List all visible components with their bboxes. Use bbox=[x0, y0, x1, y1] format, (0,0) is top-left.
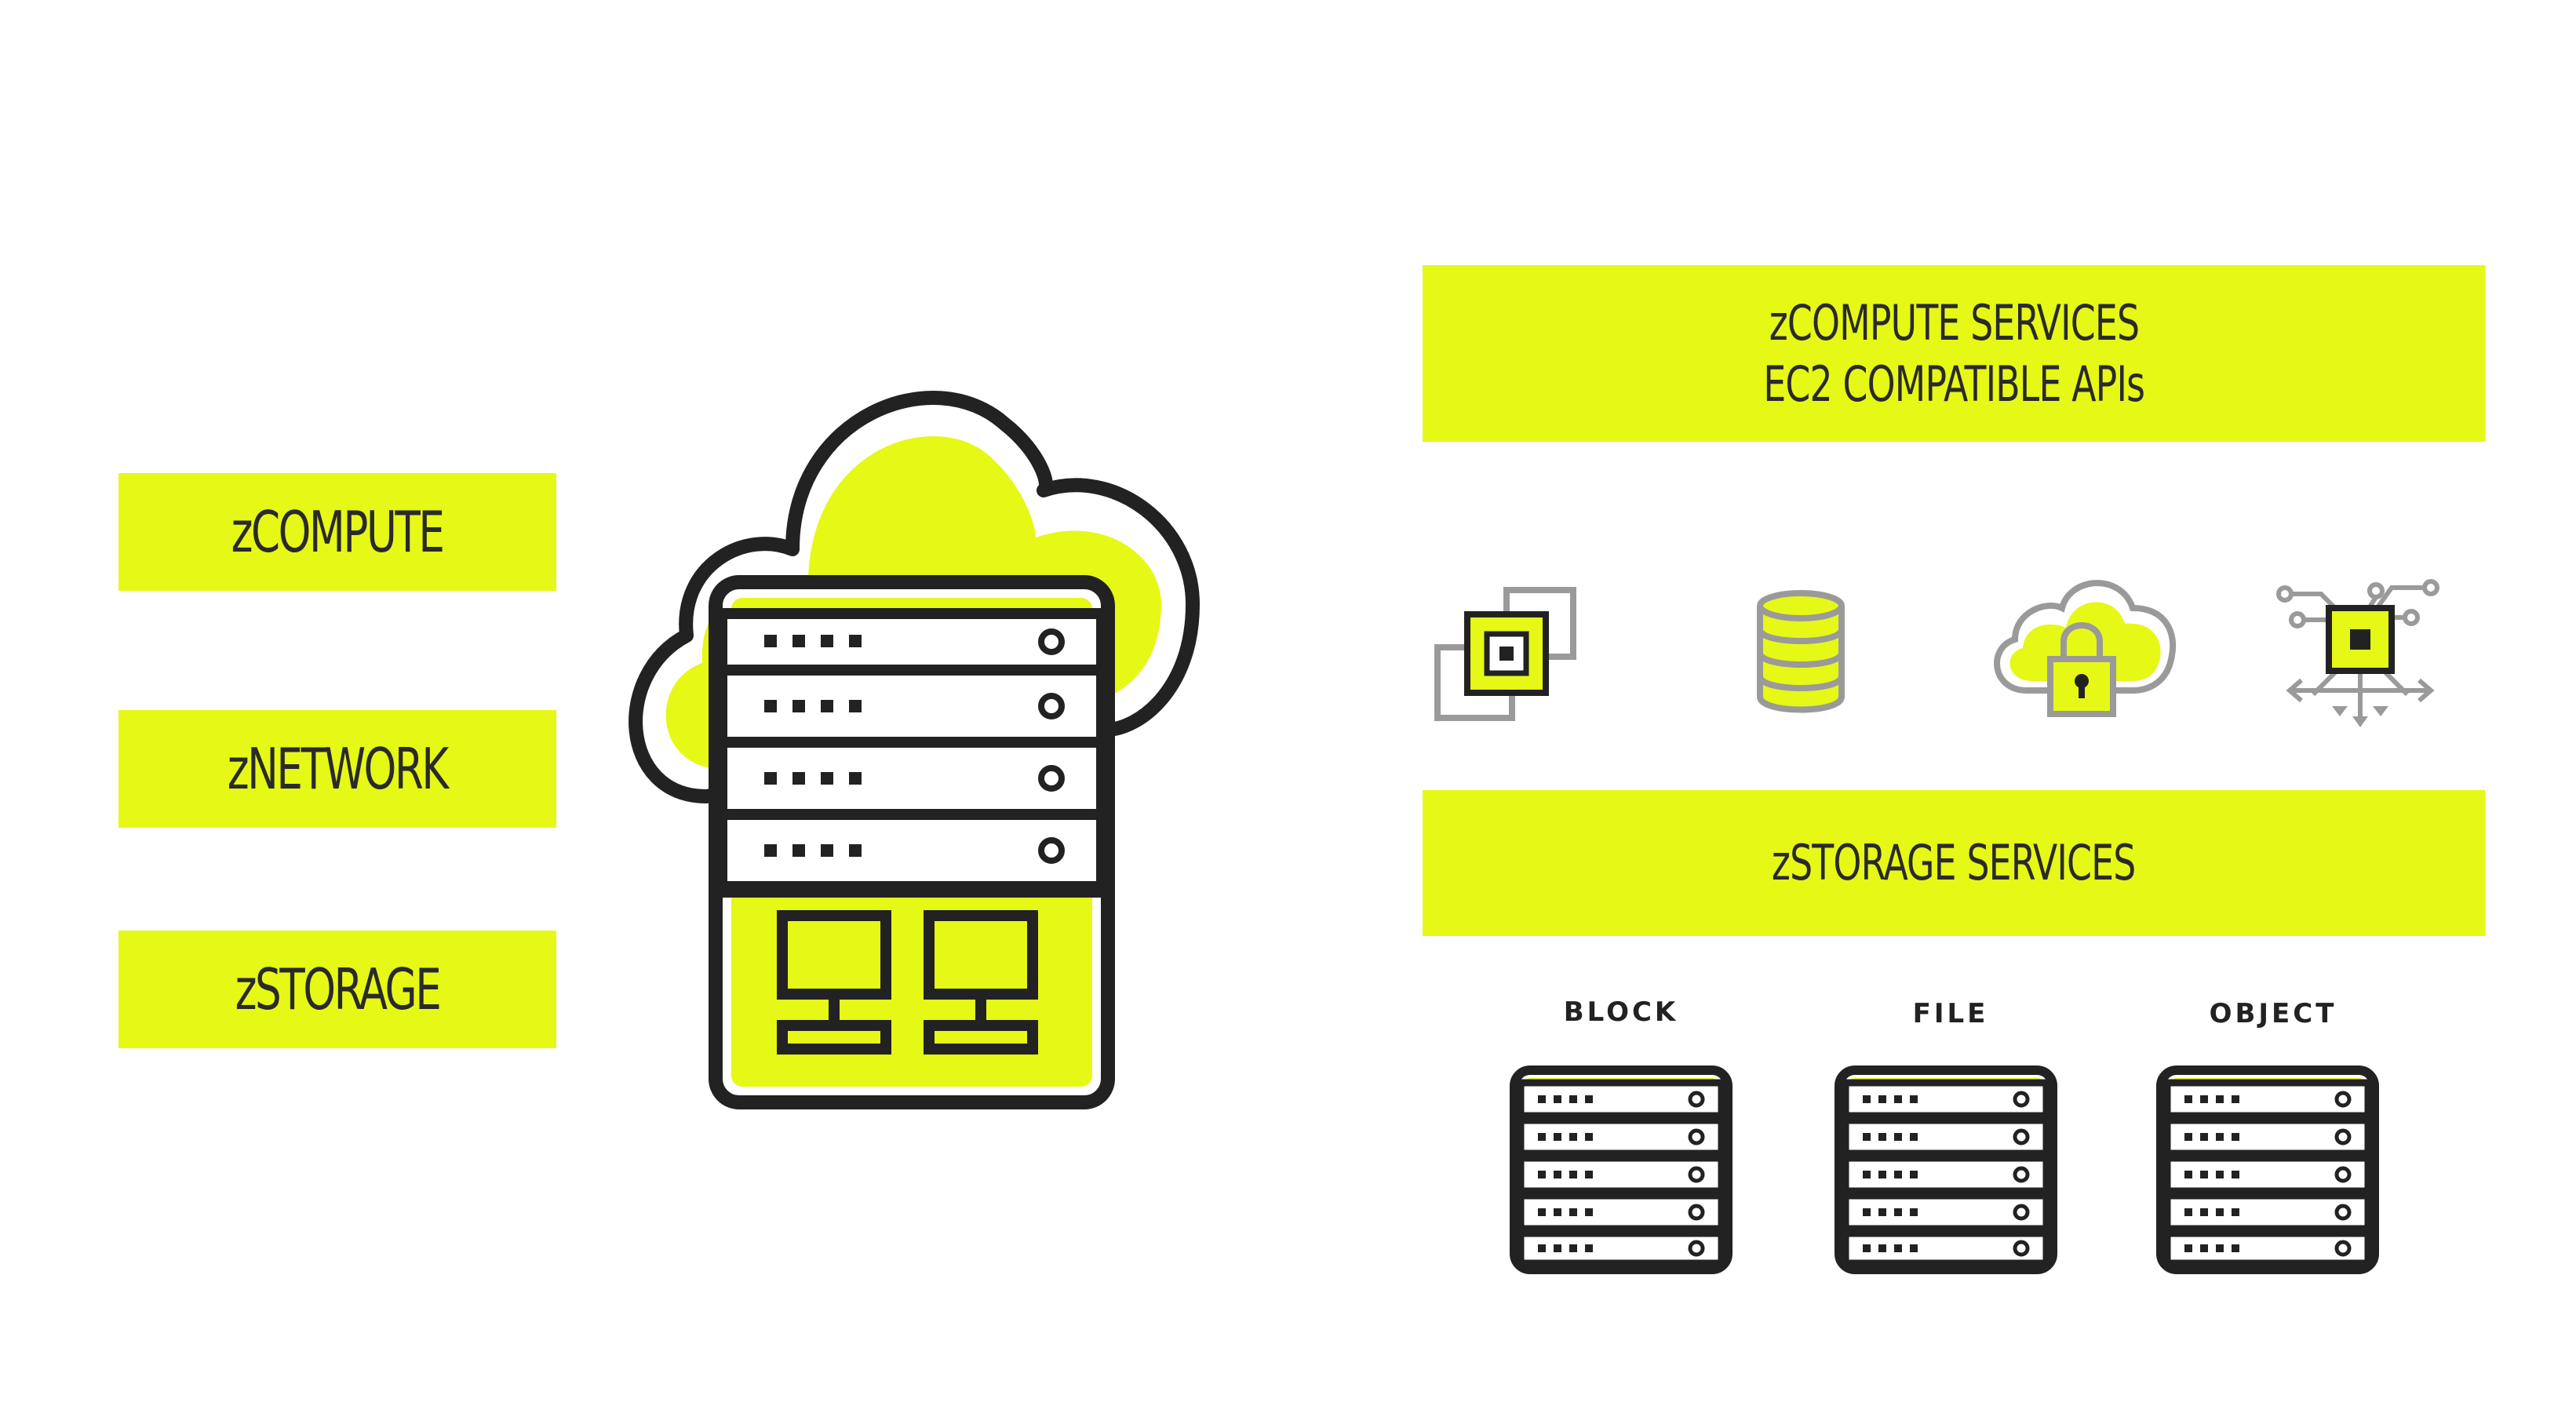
storage-type-object: OBJECT bbox=[2209, 998, 2337, 1029]
left-label-text: zSTORAGE bbox=[235, 956, 442, 1022]
database-icon bbox=[1757, 590, 1845, 713]
left-label-znetwork: zNETWORK bbox=[118, 710, 556, 828]
cloud-lock-icon bbox=[1994, 580, 2177, 717]
file-storage-rack-icon bbox=[1835, 1065, 2057, 1274]
left-label-text: zCOMPUTE bbox=[231, 499, 445, 565]
compute-services-title: zCOMPUTE SERVICES bbox=[1769, 293, 2139, 352]
storage-type-block: BLOCK bbox=[1563, 996, 1679, 1028]
storage-services-title: zSTORAGE SERVICES bbox=[1772, 834, 2136, 891]
left-label-text: zNETWORK bbox=[228, 736, 449, 802]
storage-services-banner: zSTORAGE SERVICES bbox=[1423, 790, 2485, 936]
object-storage-rack-icon bbox=[2156, 1065, 2379, 1274]
cpu-chips-icon bbox=[1434, 587, 1576, 721]
left-label-zstorage: zSTORAGE bbox=[118, 931, 556, 1048]
rack-unit-dots bbox=[764, 635, 862, 857]
storage-type-file: FILE bbox=[1912, 998, 1989, 1029]
cloud-server-icon bbox=[629, 391, 1200, 1109]
circuit-chip-icon bbox=[2276, 579, 2439, 727]
block-storage-rack-icon bbox=[1510, 1065, 1733, 1274]
compute-services-banner: zCOMPUTE SERVICES EC2 COMPATIBLE APIs bbox=[1423, 265, 2485, 442]
left-label-zcompute: zCOMPUTE bbox=[118, 473, 556, 591]
compute-services-subtitle: EC2 COMPATIBLE APIs bbox=[1763, 355, 2145, 413]
